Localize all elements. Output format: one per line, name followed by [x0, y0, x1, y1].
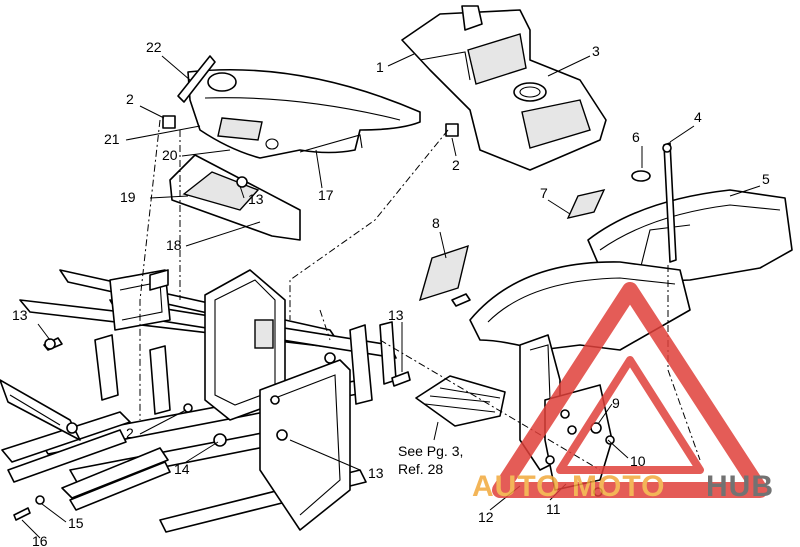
- callout-8: 8: [432, 215, 440, 231]
- reference-note-line1: See Pg. 3,: [398, 443, 463, 459]
- callout-13: 13: [368, 465, 384, 481]
- callout-2: 2: [126, 91, 134, 107]
- console-panel: [521, 99, 591, 149]
- callout-17: 17: [318, 187, 334, 203]
- callout-6: 6: [632, 129, 640, 145]
- console-window: [467, 33, 527, 85]
- callout-2: 2: [126, 425, 134, 441]
- frame-assembly: [0, 269, 397, 533]
- clip-2a: [162, 115, 176, 129]
- instrument-console: [401, 5, 607, 171]
- callout-10: 10: [630, 453, 646, 469]
- callout-19: 19: [120, 189, 136, 205]
- callout-4: 4: [694, 109, 702, 125]
- watermark-triangle-inner: [556, 356, 704, 474]
- watermark-triangle-outer: [492, 282, 768, 498]
- callout-18: 18: [166, 237, 182, 253]
- callout-21: 21: [104, 131, 120, 147]
- callout-3: 3: [592, 43, 600, 59]
- callout-11: 11: [546, 501, 561, 517]
- callout-20: 20: [162, 147, 178, 163]
- callout-14: 14: [174, 461, 190, 477]
- watermark-word-moto: MOTO: [572, 470, 665, 503]
- callout-15: 15: [68, 515, 84, 531]
- callout-16: 16: [32, 533, 48, 547]
- leader-lines: [21, 53, 761, 539]
- callout-9: 9: [612, 395, 620, 411]
- watermark-word-auto: AUTO: [472, 470, 560, 503]
- callout-2: 2: [452, 157, 460, 173]
- hood-vent: [217, 117, 263, 141]
- watermark-word-hub: HUB: [706, 470, 774, 503]
- callout-22: 22: [146, 39, 162, 55]
- reference-note-line2: Ref. 28: [398, 461, 443, 477]
- callout-1: 1: [376, 59, 384, 75]
- callout-5: 5: [762, 171, 770, 187]
- routing-lines: [139, 119, 701, 471]
- callout-7: 7: [540, 185, 548, 201]
- callout-12: 12: [478, 509, 494, 525]
- gusset-slot: [254, 319, 274, 349]
- callout-13: 13: [12, 307, 28, 323]
- callout-13: 13: [388, 307, 404, 323]
- callout-13: 13: [248, 191, 264, 207]
- callout-labels: 22 2 21 20 19 13 18 17 1 3 2 4 6 5 7 8 1…: [12, 39, 770, 547]
- front-hood-assembly: [162, 55, 459, 241]
- clip-2b: [445, 123, 459, 137]
- watermark: AUTO MOTO HUB: [472, 282, 774, 503]
- reference-note: See Pg. 3, Ref. 28: [398, 443, 463, 477]
